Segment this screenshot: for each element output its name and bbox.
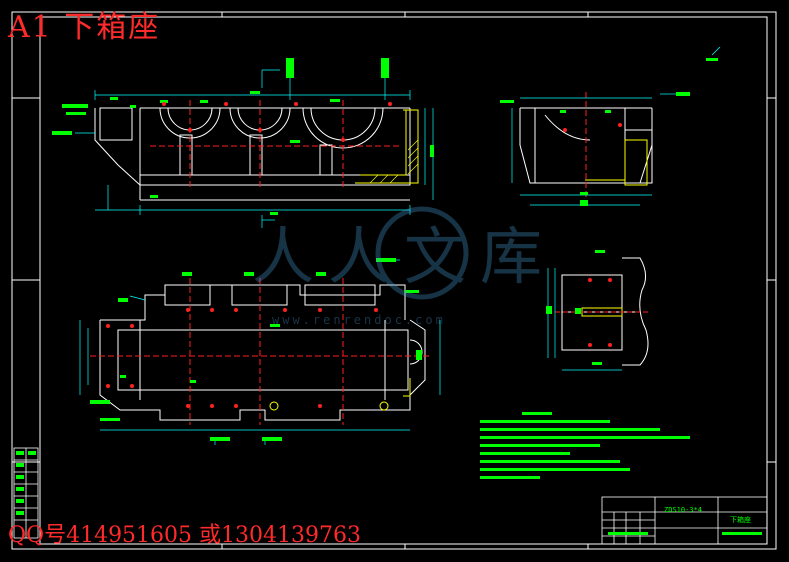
watermark-text: 人人文库 (252, 220, 557, 293)
watermark: 人人文库 www.renrendoc.com (232, 205, 552, 327)
drawing-title: A1 下箱座 (8, 10, 161, 45)
watermark-url: www.renrendoc.com (272, 313, 446, 327)
plan-view (79, 258, 441, 445)
watermark-logo-icon (375, 206, 469, 300)
side-view (500, 92, 690, 206)
title-block-fill (608, 532, 762, 535)
technical-notes (480, 412, 690, 479)
revision-table (13, 447, 39, 539)
front-view (52, 58, 434, 228)
section-detail (546, 250, 650, 371)
roughness-note (706, 46, 721, 61)
part-name: 下箱座 (730, 516, 751, 524)
contact-info: QQ号414951605 或1304139763 (8, 523, 362, 548)
revision-table-fill (16, 451, 36, 515)
title-block (601, 496, 768, 545)
drawing-code: ZDS10-3*4 (664, 506, 702, 514)
